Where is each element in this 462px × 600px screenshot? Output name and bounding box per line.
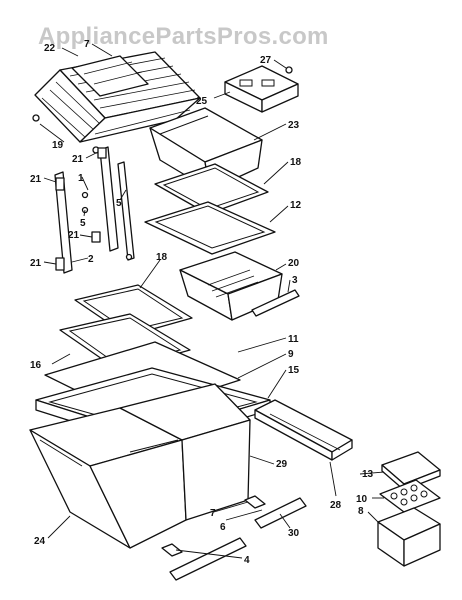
part-shelf-supports [54, 146, 135, 274]
label-18-b: 18 [156, 252, 168, 263]
label-20: 20 [288, 258, 300, 269]
part-egg-tray [379, 479, 441, 513]
label-10: 10 [356, 494, 368, 505]
label-21-b: 21 [30, 174, 42, 185]
part-small-bin [377, 507, 441, 567]
label-30: 30 [288, 528, 300, 539]
label-11: 11 [288, 334, 299, 345]
label-23: 23 [288, 120, 300, 131]
watermark-text: AppliancePartsPros.com [38, 23, 329, 50]
part-crisper-drawers [29, 383, 251, 549]
label-27: 27 [260, 55, 272, 66]
label-6: 6 [220, 522, 226, 533]
label-3: 3 [292, 275, 298, 286]
part-wire-shelf [32, 51, 201, 154]
label-1: 1 [78, 173, 84, 184]
part-rod [251, 289, 300, 317]
label-8: 8 [358, 506, 364, 517]
label-5-b: 5 [116, 198, 122, 209]
label-5-a: 5 [80, 218, 86, 229]
label-25: 25 [196, 96, 208, 107]
label-18-a: 18 [290, 157, 302, 168]
label-4: 4 [244, 555, 250, 566]
leader-lines [39, 43, 385, 559]
part-drawer-slides [161, 495, 307, 581]
part-butter-tray [224, 65, 299, 113]
label-2: 2 [88, 254, 94, 265]
label-13: 13 [362, 469, 374, 480]
label-9: 9 [288, 349, 294, 360]
label-21-a: 21 [72, 154, 84, 165]
label-12: 12 [290, 200, 302, 211]
label-15: 15 [288, 365, 300, 376]
part-shelf-frame [144, 201, 276, 255]
label-24: 24 [34, 536, 46, 547]
part-labels: 22 7 27 25 23 19 21 21 1 5 5 21 21 2 18 … [30, 39, 374, 566]
label-16: 16 [30, 360, 42, 371]
part-drawer-rail [254, 399, 353, 461]
label-29: 29 [276, 459, 288, 470]
label-28: 28 [330, 500, 342, 511]
part-meat-pan [179, 251, 283, 321]
label-7-top: 7 [84, 39, 90, 50]
label-7-bottom: 7 [210, 508, 216, 519]
label-22: 22 [44, 43, 56, 54]
label-19: 19 [52, 140, 64, 151]
label-21-d: 21 [30, 258, 42, 269]
label-21-c: 21 [68, 230, 80, 241]
part-glass-shelf-upper [154, 163, 269, 215]
